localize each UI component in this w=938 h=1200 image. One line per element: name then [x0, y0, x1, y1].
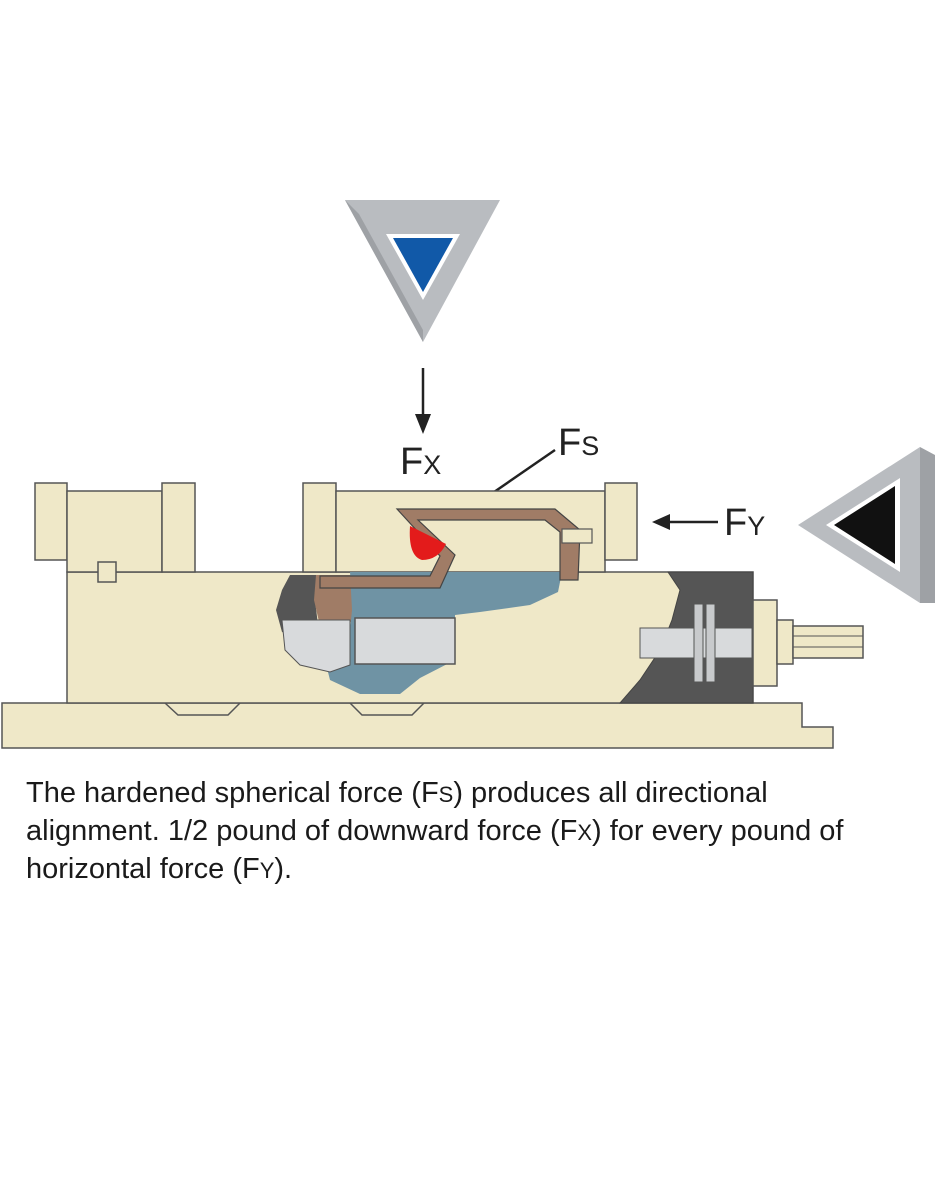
diagram-caption: The hardened spherical force (FS) produc…: [26, 775, 906, 889]
fy-label: FY: [724, 502, 765, 544]
left-arrow-icon: [652, 514, 718, 530]
caption-text-1: The hardened spherical force (F: [26, 777, 439, 809]
down-triangle-indicator-icon: [345, 200, 500, 342]
caption-text-4: ).: [274, 853, 293, 885]
caption-sub-x: X: [577, 820, 592, 845]
fs-label: FS: [558, 422, 599, 464]
down-arrow-icon: [415, 368, 431, 434]
caption-sub-y: Y: [259, 858, 275, 883]
caption-sub-s: S: [438, 782, 454, 807]
fx-label: FX: [400, 441, 441, 483]
vise-force-diagram: FX FS FY: [1, 200, 935, 749]
caption-text-2: ) produces all directional alignment. 1/…: [26, 777, 768, 847]
left-triangle-indicator-icon: [798, 447, 935, 603]
caption-text-3: ) for every pound of horizontal force (F: [26, 815, 844, 885]
vise-body: [1, 482, 864, 749]
